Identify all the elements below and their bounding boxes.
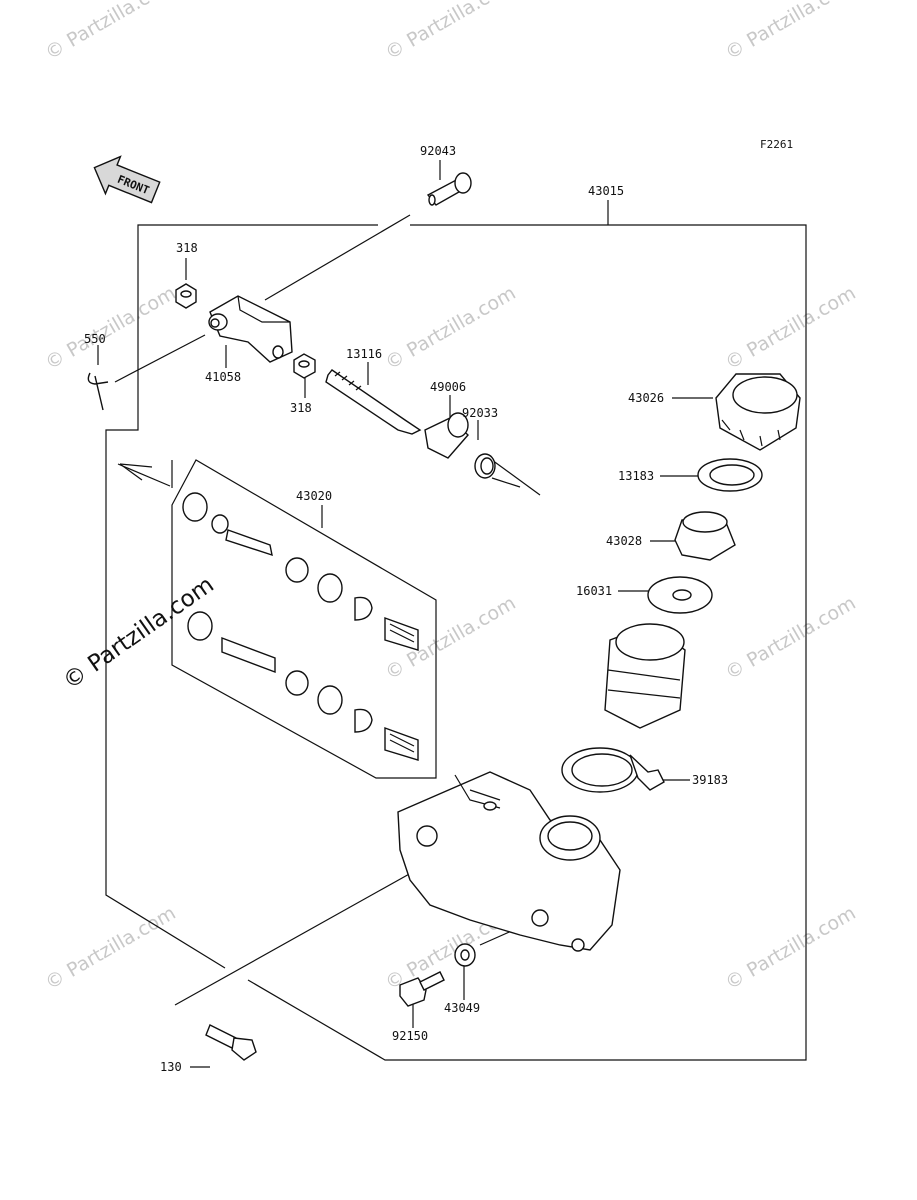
label-43015[interactable]: 43015 (588, 184, 624, 198)
label-43026[interactable]: 43026 (628, 391, 664, 405)
push-rod-13116 (325, 369, 422, 435)
nut-318-lower (293, 353, 316, 379)
washer-43049 (454, 943, 476, 967)
label-318-lower[interactable]: 318 (290, 401, 312, 415)
assembly-outline-right (247, 224, 807, 1061)
label-16031[interactable]: 16031 (576, 584, 612, 598)
bolt-92150 (399, 971, 445, 1007)
clevis-41058 (208, 295, 293, 363)
diaphragm-plate-13183 (697, 458, 763, 492)
hose-clamp-39183 (561, 747, 665, 793)
assembly-outline (105, 224, 378, 969)
cotter-pin-550 (87, 372, 109, 411)
label-43049[interactable]: 43049 (444, 1001, 480, 1015)
label-13183[interactable]: 13183 (618, 469, 654, 483)
watermark-4: © Partzilla.com (42, 282, 180, 374)
master-cylinder-body (397, 771, 621, 952)
figure-code: F2261 (760, 138, 793, 151)
bolt-130 (205, 1024, 257, 1061)
label-49006[interactable]: 49006 (430, 380, 466, 394)
label-92033[interactable]: 92033 (462, 406, 498, 420)
label-39183[interactable]: 39183 (692, 773, 728, 787)
watermark-2: © Partzilla.com (382, 0, 520, 64)
label-43020[interactable]: 43020 (296, 489, 332, 503)
diaphragm-43028 (674, 511, 736, 561)
front-arrow-icon: FRONT (93, 155, 161, 204)
subassembly-outline (171, 459, 437, 779)
watermark-5: © Partzilla.com (382, 282, 520, 374)
label-13116[interactable]: 13116 (346, 347, 382, 361)
snap-ring-92033 (474, 453, 496, 479)
label-92150[interactable]: 92150 (392, 1029, 428, 1043)
label-318-top[interactable]: 318 (176, 241, 198, 255)
reservoir-cap-43026 (715, 373, 801, 451)
label-43028[interactable]: 43028 (606, 534, 642, 548)
pin-92043 (426, 172, 472, 206)
piston-kit-43020 (182, 492, 419, 761)
watermark-8: © Partzilla.com (722, 592, 860, 684)
leader-lines (97, 160, 713, 1068)
subassembly-leader-arrow (117, 463, 171, 487)
watermark-6: © Partzilla.com (722, 282, 860, 374)
gasket-16031 (647, 576, 713, 614)
watermark-3: © Partzilla.com (722, 0, 860, 64)
label-92043[interactable]: 92043 (420, 144, 456, 158)
boot-49006 (424, 412, 469, 459)
part-labels: 92043 43015 318 550 41058 318 13116 4900… (84, 144, 728, 1074)
label-550[interactable]: 550 (84, 332, 106, 346)
label-130[interactable]: 130 (160, 1060, 182, 1074)
watermark-9: © Partzilla.com (42, 902, 180, 994)
reservoir-body (604, 623, 686, 729)
watermark-11: © Partzilla.com (722, 902, 860, 994)
label-41058[interactable]: 41058 (205, 370, 241, 384)
watermark-1: © Partzilla.com (42, 0, 180, 64)
nut-318-top (175, 283, 197, 309)
